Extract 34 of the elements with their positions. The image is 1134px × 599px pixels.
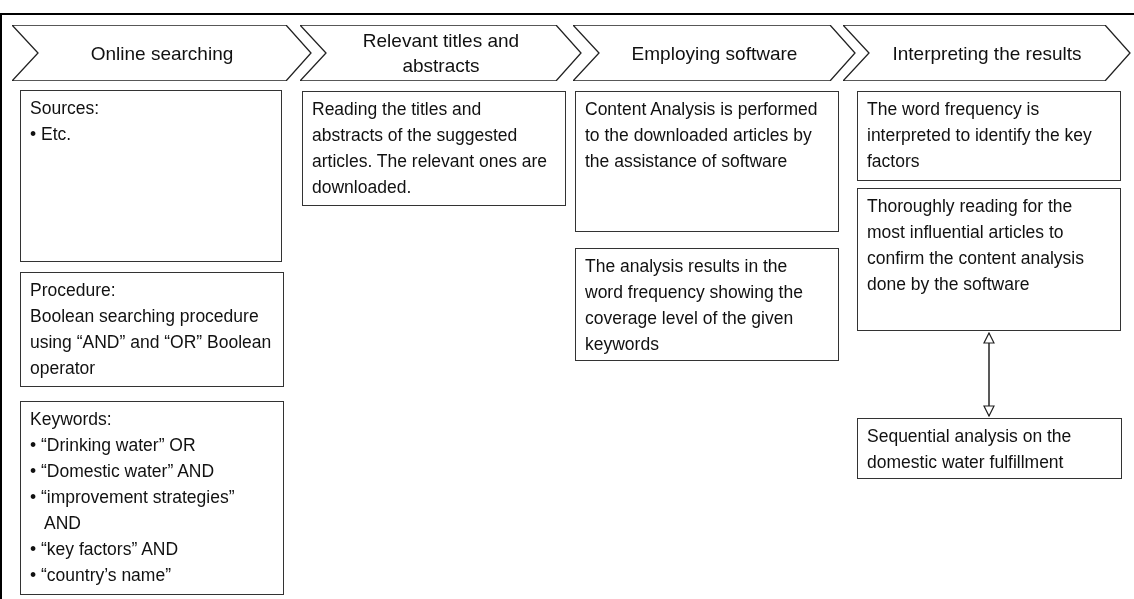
text-box — [575, 91, 839, 232]
box-text: The word frequency is interpreted to identify the key factors — [867, 98, 1093, 173]
chevron-step — [843, 25, 1131, 81]
box-text: Content Analysis is performed to the downloaded articles by the assistance of software — [585, 98, 819, 173]
list-item: • “country’s name” — [30, 564, 172, 587]
chevron-step — [300, 25, 582, 81]
text-box — [575, 248, 839, 361]
text-box — [20, 272, 284, 387]
list-item: • “improvement strategies” AND — [30, 486, 236, 535]
box-heading: Sources: — [30, 97, 101, 120]
step-title: Employing software — [631, 41, 798, 66]
box-text: Sequential analysis on the domestic water fulfillment — [867, 425, 1073, 474]
text-box — [20, 401, 284, 595]
chevron-step — [573, 25, 856, 81]
step-title: Relevant titles and abstracts — [361, 29, 521, 78]
box-text: The analysis results in the word frequency showing the coverage level of the given keywords — [585, 255, 804, 356]
box-heading: Keywords: — [30, 408, 113, 431]
list-item: • Etc. — [30, 123, 73, 146]
text-box — [857, 188, 1121, 331]
step-title: Interpreting the results — [892, 41, 1082, 66]
step-title: Online searching — [90, 41, 234, 66]
text-box — [857, 418, 1122, 479]
box-text: Thoroughly reading for the most influential articles to confirm the content analysis done by the software — [867, 195, 1085, 296]
box-text: Reading the titles and abstracts of the suggested articles. The relevant ones are downloaded. — [312, 98, 549, 199]
box-text: Boolean searching procedure using “AND” and “OR” Boolean operator — [30, 305, 273, 380]
box-heading: Procedure: — [30, 279, 117, 302]
list-item: • “Drinking water” OR — [30, 434, 197, 457]
list-item: • “key factors” AND — [30, 538, 180, 561]
text-box — [857, 91, 1121, 181]
text-box — [302, 91, 566, 206]
text-box — [20, 90, 282, 262]
double-arrow — [983, 332, 995, 417]
list-item: • “Domestic water” AND — [30, 460, 216, 483]
chevron-step — [12, 25, 312, 81]
